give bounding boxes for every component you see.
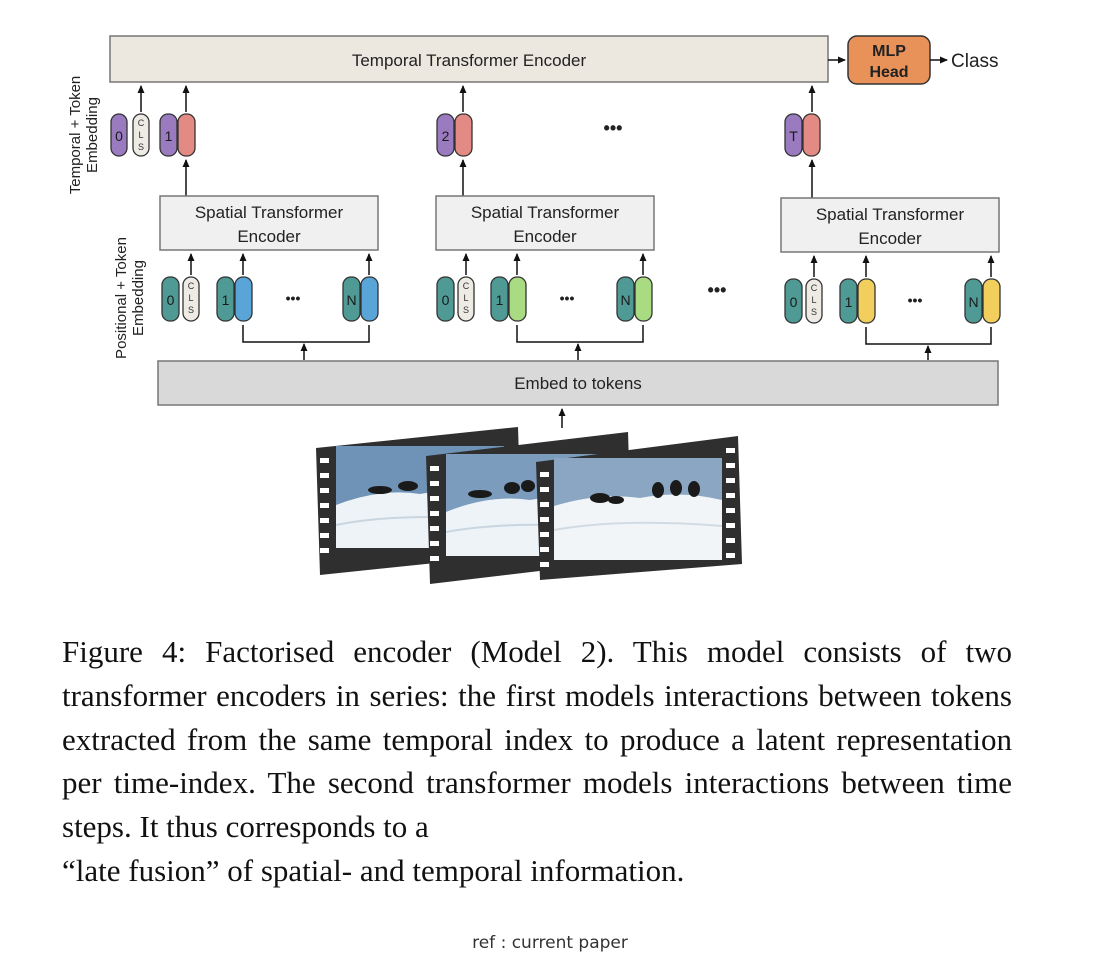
svg-text:L: L bbox=[463, 293, 468, 303]
temporal-token-2: 2 bbox=[436, 113, 473, 157]
figure-caption-last-line: “late fusion” of spatial- and temporal i… bbox=[62, 852, 685, 888]
svg-text:N: N bbox=[346, 292, 356, 308]
svg-text:C: C bbox=[463, 281, 470, 291]
video-frame-3 bbox=[536, 436, 742, 580]
svg-text:C: C bbox=[188, 281, 195, 291]
reference-note: ref : current paper bbox=[472, 933, 628, 953]
svg-text:N: N bbox=[968, 294, 978, 310]
svg-text:Spatial Transformer: Spatial Transformer bbox=[816, 205, 965, 224]
spatial-token-group-2: 0 C L S 1 ••• N bbox=[436, 276, 653, 322]
svg-text:Spatial Transformer: Spatial Transformer bbox=[195, 203, 344, 222]
svg-text:S: S bbox=[188, 305, 194, 315]
svg-text:S: S bbox=[811, 307, 817, 317]
figure-caption: Figure 4: Factorised encoder (Model 2). … bbox=[62, 630, 1012, 893]
svg-text:Encoder: Encoder bbox=[513, 227, 577, 246]
mlp-head-label-line2: Head bbox=[869, 64, 908, 81]
svg-text:Spatial Transformer: Spatial Transformer bbox=[471, 203, 620, 222]
svg-text:C: C bbox=[811, 283, 818, 293]
svg-text:1: 1 bbox=[496, 292, 504, 308]
svg-text:•••: ••• bbox=[908, 292, 923, 308]
svg-text:S: S bbox=[138, 142, 144, 152]
svg-text:N: N bbox=[620, 292, 630, 308]
factorised-encoder-diagram: Temporal Transformer Encoder MLP Head Cl… bbox=[67, 35, 1001, 584]
svg-text:1: 1 bbox=[222, 292, 230, 308]
spatial-transformer-encoder-2: Spatial Transformer Encoder bbox=[435, 195, 655, 251]
spatial-token-group-t: 0 C L S 1 ••• N bbox=[784, 278, 1001, 324]
spatial-group-ellipsis: ••• bbox=[708, 280, 727, 300]
temporal-encoder-label: Temporal Transformer Encoder bbox=[352, 51, 587, 70]
embed-to-tokens-label: Embed to tokens bbox=[514, 374, 642, 393]
figure-caption-main: Figure 4: Factorised encoder (Model 2). … bbox=[62, 634, 1012, 845]
mlp-head-label-line1: MLP bbox=[872, 43, 906, 60]
temporal-token-1: 1 bbox=[159, 113, 196, 157]
temporal-embedding-label-line2: Embedding bbox=[84, 97, 101, 173]
embed-to-tokens bbox=[157, 360, 999, 406]
svg-text:1: 1 bbox=[165, 128, 173, 144]
svg-text:1: 1 bbox=[845, 294, 853, 310]
class-label: Class bbox=[951, 51, 999, 72]
svg-text:L: L bbox=[811, 295, 816, 305]
temporal-cls-token: C L S bbox=[132, 113, 150, 157]
temporal-transformer-encoder bbox=[109, 35, 829, 83]
spatial-transformer-encoder-t: Spatial Transformer Encoder bbox=[780, 197, 1000, 253]
positional-embedding-label-line2: Embedding bbox=[130, 260, 147, 336]
svg-text:0: 0 bbox=[167, 292, 175, 308]
svg-text:S: S bbox=[463, 305, 469, 315]
svg-text:L: L bbox=[138, 130, 143, 140]
temporal-embedding-label-line1: Temporal + Token bbox=[67, 76, 84, 195]
positional-embedding-label-line1: Positional + Token bbox=[113, 237, 130, 359]
svg-text:Encoder: Encoder bbox=[237, 227, 301, 246]
temporal-token-0: 0 bbox=[110, 113, 128, 157]
svg-text:0: 0 bbox=[115, 128, 123, 144]
svg-text:•••: ••• bbox=[286, 290, 301, 306]
svg-text:2: 2 bbox=[442, 128, 450, 144]
svg-text:L: L bbox=[188, 293, 193, 303]
svg-text:0: 0 bbox=[790, 294, 798, 310]
temporal-token-t: T bbox=[784, 113, 821, 157]
temporal-ellipsis: ••• bbox=[604, 118, 623, 138]
svg-text:T: T bbox=[789, 128, 798, 144]
svg-text:0: 0 bbox=[442, 292, 450, 308]
svg-text:•••: ••• bbox=[560, 290, 575, 306]
svg-text:Encoder: Encoder bbox=[858, 229, 922, 248]
svg-text:C: C bbox=[138, 118, 145, 128]
spatial-transformer-encoder-1: Spatial Transformer Encoder bbox=[159, 195, 379, 251]
spatial-token-group-1: 0 C L S 1 ••• N bbox=[161, 276, 379, 322]
